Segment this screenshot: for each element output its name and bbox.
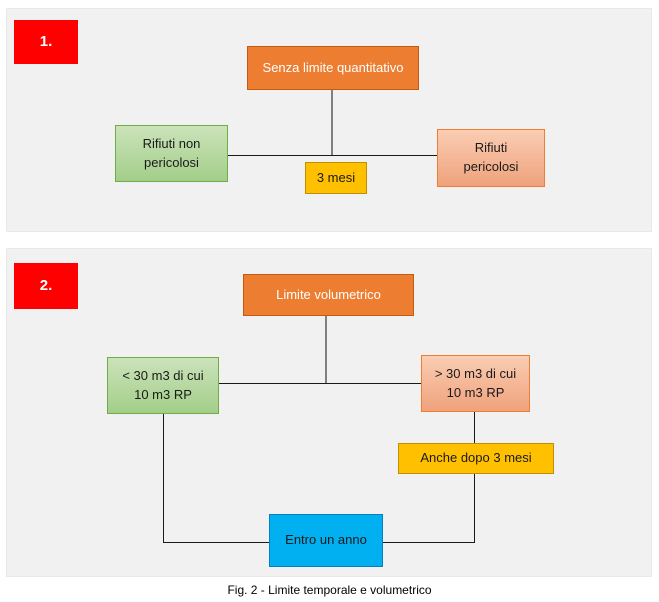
panel-2-number-badge: 2. bbox=[14, 263, 78, 309]
node-rifiuti-non-pericolosi-line2: pericolosi bbox=[144, 154, 199, 170]
node-anche-dopo-3-mesi-label: Anche dopo 3 mesi bbox=[420, 450, 532, 466]
node-rifiuti-pericolosi-line2: pericolosi bbox=[463, 159, 519, 174]
connector-vertical-top-p1 bbox=[331, 90, 333, 156]
figure-caption: Fig. 2 - Limite temporale e volumetrico bbox=[227, 583, 432, 597]
connector-vertical-left-p2 bbox=[163, 414, 164, 543]
node-meno-30m3-line1: < 30 m3 di cui bbox=[122, 367, 204, 383]
node-rifiuti-non-pericolosi: Rifiuti non pericolosi bbox=[115, 125, 228, 182]
node-piu-30m3: > 30 m3 di cui 10 m3 RP bbox=[421, 355, 530, 412]
node-senza-limite-label: Senza limite quantitativo bbox=[262, 59, 404, 75]
node-senza-limite-quantitativo: Senza limite quantitativo bbox=[247, 46, 419, 90]
node-entro-un-anno-label: Entro un anno bbox=[285, 532, 367, 548]
panel-1-number-label: 1. bbox=[39, 33, 53, 51]
connector-vertical-top-p2 bbox=[325, 316, 327, 384]
node-rifiuti-pericolosi: Rifiuti pericolosi bbox=[437, 129, 545, 187]
node-3-mesi: 3 mesi bbox=[305, 162, 367, 194]
node-rifiuti-pericolosi-line1: Rifiuti bbox=[474, 140, 508, 156]
panel-2: 2. Limite volumetrico < 30 m3 di cui 10 … bbox=[6, 248, 652, 577]
node-meno-30m3-line2: 10 m3 RP bbox=[134, 386, 192, 402]
connector-bottom-right-p2 bbox=[383, 542, 475, 543]
connector-horizontal-p1 bbox=[228, 155, 437, 156]
node-rifiuti-non-pericolosi-line1: Rifiuti non bbox=[142, 135, 201, 151]
node-entro-un-anno: Entro un anno bbox=[269, 514, 383, 567]
node-3-mesi-label: 3 mesi bbox=[316, 169, 356, 185]
node-meno-30m3: < 30 m3 di cui 10 m3 RP bbox=[107, 357, 219, 414]
node-limite-volumetrico: Limite volumetrico bbox=[243, 274, 414, 316]
node-limite-volumetrico-label: Limite volumetrico bbox=[276, 286, 381, 302]
connector-horizontal-p2 bbox=[219, 383, 421, 384]
panel-1: 1. Senza limite quantitativo Rifiuti non… bbox=[6, 8, 652, 232]
connector-bottom-left-p2 bbox=[163, 542, 270, 543]
node-piu-30m3-line2: 10 m3 RP bbox=[446, 384, 505, 400]
connector-vertical-right-p2 bbox=[474, 412, 475, 543]
node-piu-30m3-line1: > 30 m3 di cui bbox=[434, 365, 517, 381]
node-anche-dopo-3-mesi: Anche dopo 3 mesi bbox=[398, 443, 554, 474]
panel-1-number-badge: 1. bbox=[14, 20, 78, 64]
panel-2-number-label: 2. bbox=[39, 277, 53, 295]
